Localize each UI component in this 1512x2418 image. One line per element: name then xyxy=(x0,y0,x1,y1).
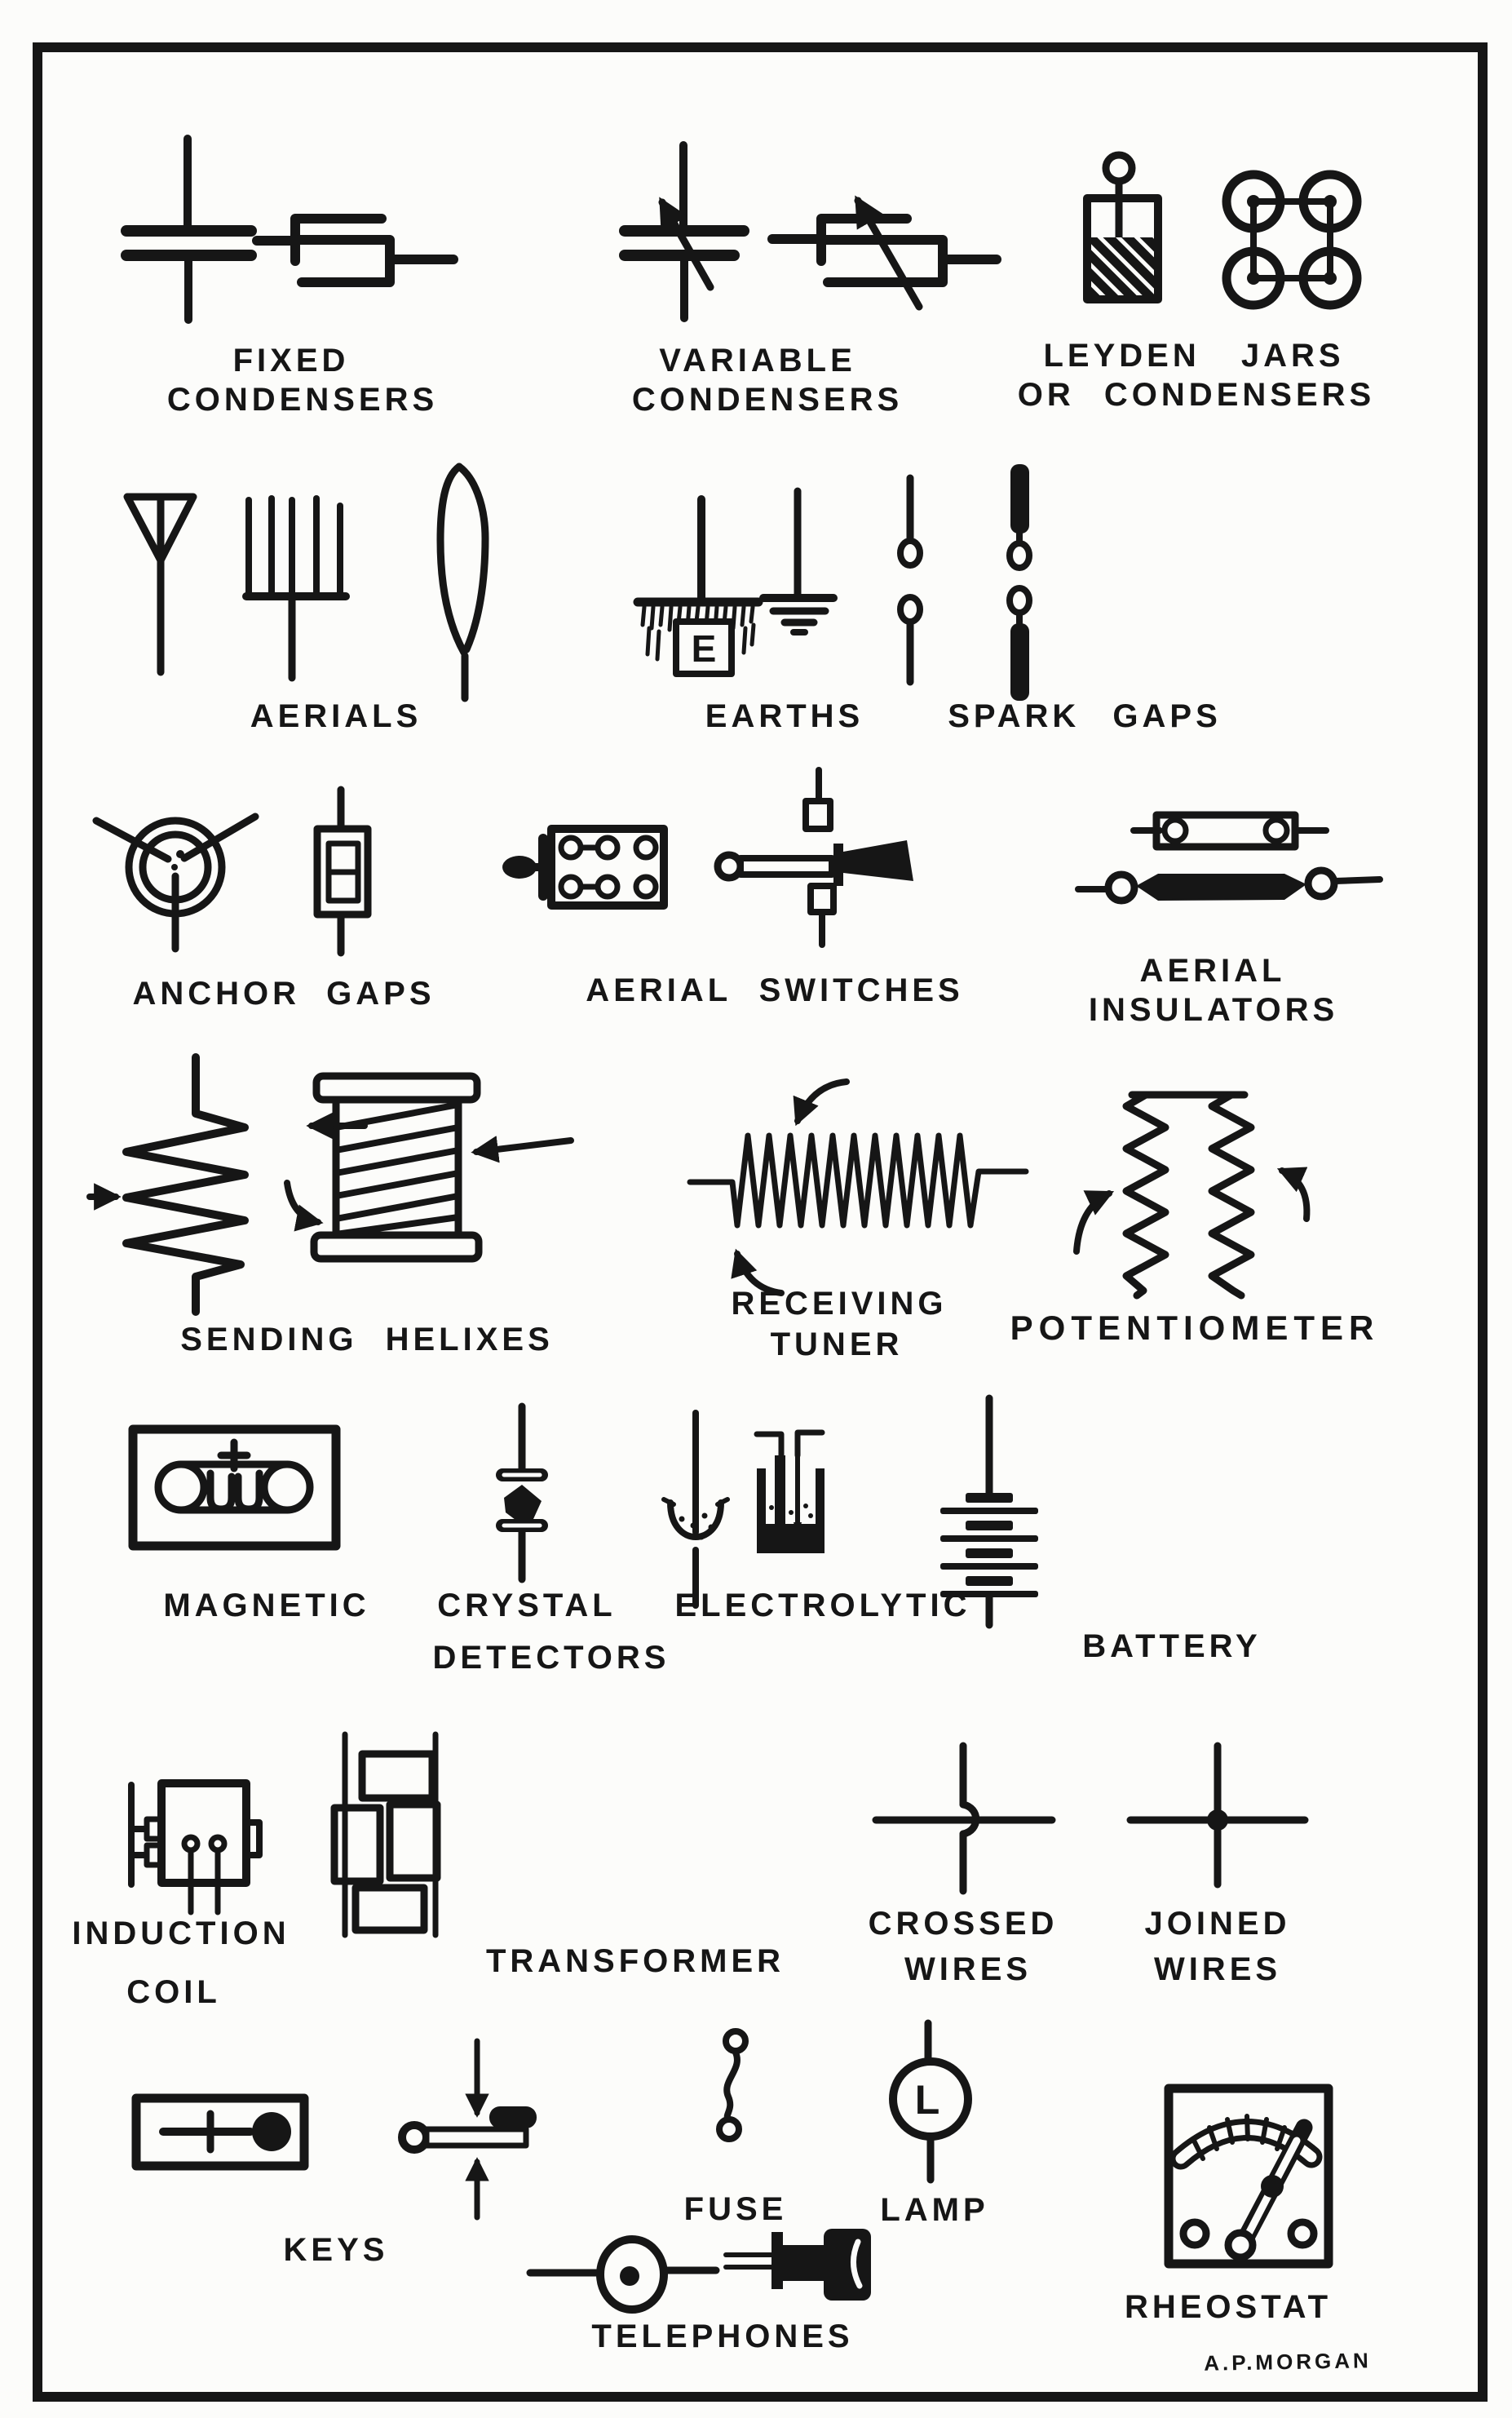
label-earths: EARTHS xyxy=(705,698,864,734)
artist-signature: A.P.MORGAN xyxy=(1203,2348,1373,2376)
loop-aerial-icon xyxy=(436,463,489,702)
fuse-icon xyxy=(716,2028,749,2142)
label-aerials: AERIALS xyxy=(250,698,422,734)
label-lamp: LAMP xyxy=(880,2192,989,2228)
transformer-icon xyxy=(330,1731,441,1938)
label-crossed-wires: WIRES xyxy=(904,1951,1032,1987)
label-sending-helixes: SENDING HELIXES xyxy=(180,1322,554,1357)
lever-key-icon xyxy=(398,2038,537,2221)
harp-aerial-icon xyxy=(242,495,350,682)
plate-condenser-variable-icon xyxy=(619,141,749,322)
label-aerial-insulators: AERIAL xyxy=(1139,953,1286,989)
enclosed-anchor-gap-icon xyxy=(313,786,372,957)
lamp-icon: L xyxy=(889,2019,972,2184)
rheostat-icon xyxy=(1164,2084,1333,2269)
label-transformer: TRANSFORMER xyxy=(485,1943,785,1979)
leyden-jar-icon xyxy=(1083,151,1162,303)
label-crystal: CRYSTAL xyxy=(437,1588,617,1623)
crossed-wires-icon xyxy=(872,1742,1056,1895)
label-rheostat: RHEOSTAT xyxy=(1124,2289,1333,2325)
plate-condenser-icon xyxy=(121,135,257,324)
spool-helix-icon xyxy=(284,1072,574,1263)
label-or-condensers: OR CONDENSERS xyxy=(1017,377,1376,413)
battery-cells-icon xyxy=(940,1394,1038,1629)
label-joined-wires: WIRES xyxy=(1153,1951,1282,1987)
label-battery: BATTERY xyxy=(1082,1628,1262,1664)
ball-spark-gap-icon xyxy=(897,474,923,686)
earth-plate-letter: E xyxy=(692,627,717,670)
label-potentiometer: POTENTIOMETER xyxy=(1010,1309,1380,1347)
lamp-letter: L xyxy=(915,2077,940,2123)
label-fixed-2: CONDENSERS xyxy=(166,382,439,418)
label-magnetic: MAGNETIC xyxy=(163,1588,370,1623)
magnetic-detector-icon xyxy=(128,1424,341,1551)
label-fuse: FUSE xyxy=(683,2191,788,2227)
label-variable-2: CONDENSERS xyxy=(631,382,904,418)
label-aerial-insulators-2: INSULATORS xyxy=(1088,992,1339,1028)
buried-plate-earth-icon: E xyxy=(633,495,763,677)
crystal-detector-icon xyxy=(496,1402,548,1583)
label-coil: COIL xyxy=(126,1974,221,2010)
label-tuner: TUNER xyxy=(770,1326,904,1362)
rod-insulator-icon xyxy=(1075,866,1383,905)
ring-anchor-gap-icon xyxy=(92,813,259,953)
rolled-condenser-variable-icon xyxy=(767,195,1001,311)
label-fixed: FIXED xyxy=(232,343,350,379)
tuning-coil-icon xyxy=(687,1078,1029,1296)
fan-aerial-icon xyxy=(123,493,197,676)
knife-switch-icon xyxy=(502,825,668,910)
electrolytic-beaker-detector-icon xyxy=(754,1429,825,1553)
label-variable: VARIABLE xyxy=(659,343,856,379)
leyden-jar-battery-icon xyxy=(1222,170,1362,310)
label-detectors: DETECTORS xyxy=(432,1640,670,1676)
rolled-condenser-icon xyxy=(252,214,458,287)
label-induction: INDUCTION xyxy=(72,1915,290,1951)
double-zigzag-potentiometer-icon xyxy=(1073,1091,1311,1300)
label-leyden-jars: LEYDEN JARS xyxy=(1043,338,1345,374)
label-anchor-gaps: ANCHOR GAPS xyxy=(132,976,435,1012)
strain-insulator-icon xyxy=(1130,811,1329,851)
lever-switch-icon xyxy=(714,767,913,948)
label-keys: KEYS xyxy=(283,2232,389,2268)
label-aerial-switches: AERIAL SWITCHES xyxy=(586,972,964,1008)
zinc-rod-spark-gap-icon xyxy=(1006,464,1032,701)
electrolytic-cup-detector-icon xyxy=(661,1410,730,1609)
label-electrolytic: ELECTROLYTIC xyxy=(674,1588,971,1623)
label-crossed: CROSSED xyxy=(868,1906,1059,1942)
box-key-icon xyxy=(131,2093,309,2171)
page-border xyxy=(33,42,1488,2402)
watch-receiver-side-icon xyxy=(723,2229,871,2301)
label-spark-gaps: SPARK GAPS xyxy=(948,698,1222,734)
zigzag-helix-icon xyxy=(86,1053,368,1316)
joined-wires-icon xyxy=(1126,1742,1309,1889)
ground-earth-icon xyxy=(759,487,838,636)
induction-coil-icon xyxy=(128,1779,263,1915)
label-receiving: RECEIVING xyxy=(731,1286,948,1322)
watch-receiver-front-icon xyxy=(526,2235,720,2314)
label-joined: JOINED xyxy=(1144,1906,1291,1942)
label-telephones: TELEPHONES xyxy=(591,2318,854,2354)
